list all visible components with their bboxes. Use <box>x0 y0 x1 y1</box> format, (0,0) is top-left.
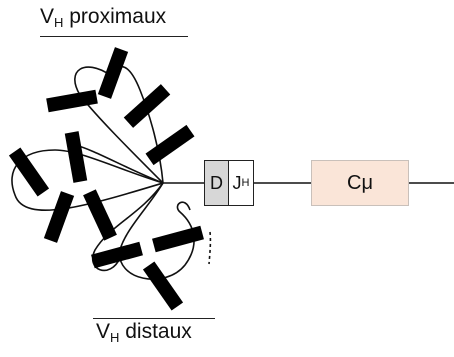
vh-gene-bar <box>43 191 75 243</box>
vh-proximal-underline <box>40 36 188 37</box>
loop-distal-left <box>92 182 164 272</box>
vh-gene-bar <box>142 261 184 311</box>
chromatin-loops <box>11 65 454 280</box>
vh-gene-bar <box>123 84 171 128</box>
d-segment-box: D <box>204 160 229 206</box>
vh-distal-label-text: distaux <box>125 320 192 343</box>
dna-continuation-dashed <box>208 231 212 265</box>
cmu-label: Cμ <box>347 171 373 194</box>
vh-gene-bar <box>97 47 129 99</box>
loop-left <box>11 149 164 211</box>
vh-gene-bar <box>91 241 143 269</box>
vh-distal-overline <box>93 318 215 319</box>
vh-gene-bar <box>145 124 195 166</box>
vh-gene-bar <box>8 147 50 197</box>
vh-distal-label-v: V <box>96 320 111 343</box>
vh-distal-label-sub: H <box>110 330 120 345</box>
jh-segment-label: J <box>232 172 242 193</box>
vh-distal-label: VH distaux <box>96 320 192 344</box>
vh-gene-bar <box>64 131 88 183</box>
loop-distal-right <box>119 182 195 280</box>
vh-gene-bar <box>46 89 98 113</box>
vh-gene-bar <box>152 225 204 253</box>
vh-gene-segments <box>8 47 204 311</box>
vh-proximal-label-text: proximaux <box>69 5 167 28</box>
vh-proximal-label-v: V <box>40 5 55 28</box>
vh-gene-bar <box>83 189 117 241</box>
d-segment-label: D <box>210 172 223 193</box>
loop-proximal-top <box>74 65 164 184</box>
vh-proximal-label: VH proximaux <box>40 5 166 29</box>
vh-proximal-label-sub: H <box>54 15 64 30</box>
cmu-constant-box: Cμ <box>311 160 409 206</box>
